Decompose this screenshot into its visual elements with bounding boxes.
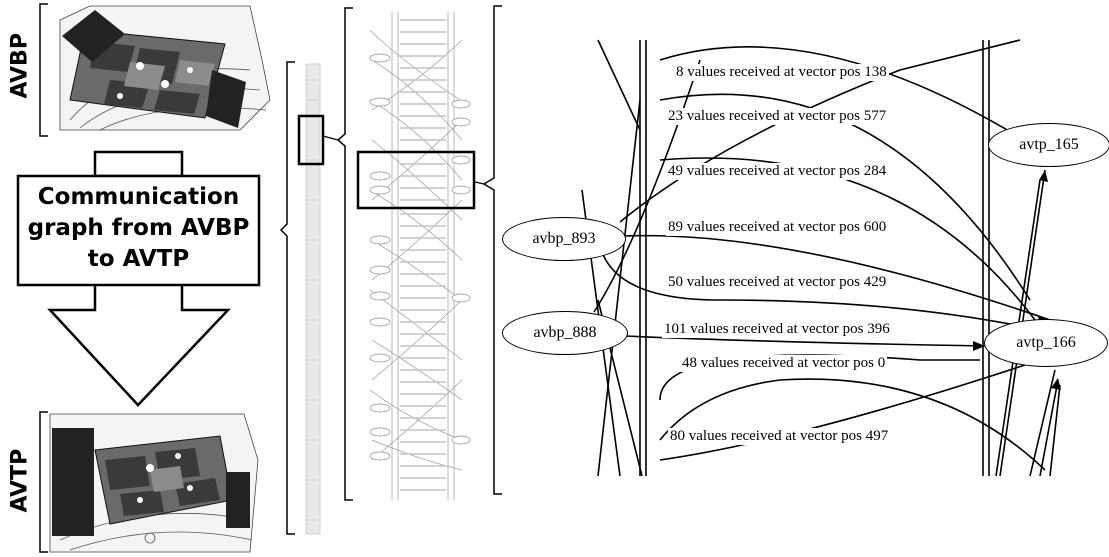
node-avtp-165: avtp_165 [988,123,1109,167]
edge-label: 8 values received at vector pos 138 [674,64,889,81]
avtp-mesh-image [49,413,259,553]
arrow-box-text: Communication graph from AVBP to AVTP [18,182,259,275]
edge-label: 101 values received at vector pos 396 [662,321,892,338]
node-avbp-888: avbp_888 [502,311,628,355]
edge-label: 48 values received at vector pos 0 [680,355,888,372]
node-avtp-166: avtp_166 [984,319,1108,367]
avtp-label: AVTP [7,448,33,513]
edge-label: 50 values received at vector pos 429 [666,274,889,291]
edge-label: 23 values received at vector pos 577 [666,108,889,125]
arrow-box-line-1: Communication [37,184,240,210]
arrow-box-line-2: graph from AVBP [27,215,250,241]
edge-label: 49 values received at vector pos 284 [666,163,889,180]
avbp-label: AVBP [7,33,33,99]
edge-label: 80 values received at vector pos 497 [668,428,891,445]
arrow-box-line-3: to AVTP [87,246,190,272]
edge-label: 89 values received at vector pos 600 [666,219,889,236]
avbp-mesh-image [59,5,271,131]
node-avbp-893: avbp_893 [502,217,626,261]
